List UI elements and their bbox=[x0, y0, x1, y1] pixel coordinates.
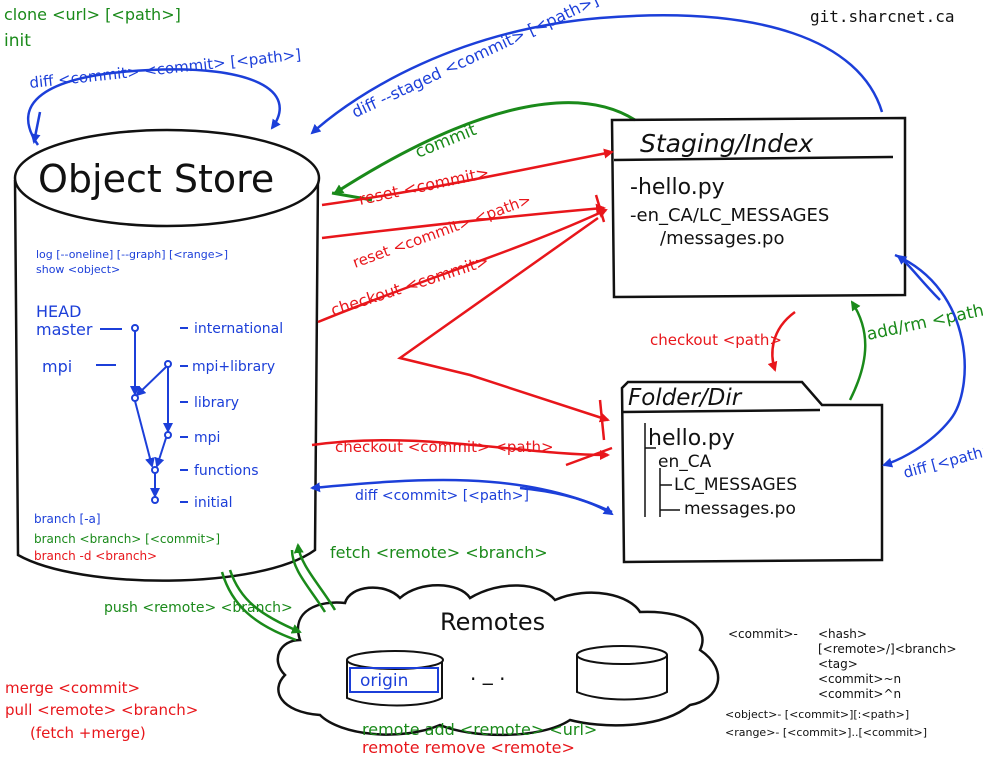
add-rm-label: add/rm <path> bbox=[865, 298, 983, 345]
diff-commits-arrowhead-left bbox=[30, 111, 42, 144]
staging-file-hello: -hello.py bbox=[630, 175, 725, 200]
diff-path-arrow bbox=[882, 253, 966, 468]
diff-commit-path-arrow-end bbox=[519, 486, 614, 516]
staging-file-messages: /messages.po bbox=[660, 228, 785, 249]
init-command: init bbox=[4, 31, 31, 51]
origin-label-box bbox=[349, 667, 439, 693]
checkout-commit-path-arrow bbox=[311, 438, 610, 460]
commit-graph bbox=[130, 324, 173, 504]
folder-title: Folder/Dir bbox=[628, 385, 743, 411]
diff-commits-arrow bbox=[27, 68, 281, 146]
fetch-merge-note: (fetch +merge) bbox=[30, 724, 146, 742]
commit-international: international bbox=[194, 321, 283, 337]
checkout-commit-arrow bbox=[317, 208, 608, 324]
reset-path-arrow bbox=[321, 203, 606, 240]
staging-file-dir: -en_CA/LC_MESSAGES bbox=[630, 205, 829, 226]
site-label: git.sharcnet.ca bbox=[810, 7, 955, 26]
show-command: show <object> bbox=[36, 263, 120, 276]
pull-command: pull <remote> <branch> bbox=[5, 701, 198, 719]
log-command: log [--oneline] [--graph] [<range>] bbox=[36, 248, 228, 261]
legend-tilde: <commit>~n bbox=[818, 672, 901, 686]
remotes-cloud-outline bbox=[276, 584, 720, 737]
object-store-top bbox=[13, 128, 321, 228]
legend-caret: <commit>^n bbox=[818, 687, 901, 701]
fetch-arrow-second-line bbox=[290, 549, 327, 613]
push-arrow bbox=[228, 569, 302, 634]
legend-remote-branch: [<remote>/]<branch> bbox=[818, 642, 957, 656]
push-label: push <remote> <branch> bbox=[104, 600, 293, 616]
master-branch-label: master bbox=[36, 320, 93, 339]
commit-arrow bbox=[333, 101, 636, 195]
commit-node-international bbox=[131, 324, 139, 332]
folder-title-underline bbox=[621, 408, 821, 414]
legend-tag: <tag> bbox=[818, 657, 858, 671]
merge-command: merge <commit> bbox=[5, 679, 140, 697]
folder-tree-lines bbox=[644, 423, 680, 517]
checkout-commit-path-bar bbox=[565, 446, 613, 467]
graph-edge-5 bbox=[154, 437, 167, 468]
branch-create-command: branch <branch> [<commit>] bbox=[34, 532, 220, 546]
commit-node-functions bbox=[151, 466, 159, 474]
checkout-commit-to-folder-arrow bbox=[397, 216, 610, 423]
folder-file-lc-messages: LC_MESSAGES bbox=[674, 475, 797, 495]
commit-mpi: mpi bbox=[194, 430, 220, 446]
staging-title: Staging/Index bbox=[640, 129, 813, 158]
reset-arrow bbox=[321, 148, 614, 207]
fetch-arrow bbox=[293, 543, 337, 611]
diff-path-arrow-top bbox=[896, 254, 941, 301]
object-store: Object Store log [--oneline] [--graph] [… bbox=[13, 128, 321, 582]
commit-mpi-library: mpi+library bbox=[192, 359, 275, 375]
object-store-body bbox=[13, 174, 320, 582]
graph-edge-4 bbox=[134, 400, 155, 468]
folder-file-hello: hello.py bbox=[648, 426, 735, 451]
legend-hash: <hash> bbox=[818, 627, 867, 641]
staging-index-box: Staging/Index -hello.py -en_CA/LC_MESSAG… bbox=[610, 116, 907, 299]
clone-command: clone <url> [<path>] bbox=[4, 5, 181, 24]
folder-file-en-ca: en_CA bbox=[658, 452, 712, 472]
push-arrow-second-line bbox=[220, 571, 297, 642]
object-store-title: Object Store bbox=[38, 157, 274, 201]
head-label: HEAD bbox=[36, 302, 81, 321]
folder-box-outline bbox=[620, 380, 884, 564]
diff-staged-arrow bbox=[310, 14, 884, 135]
staging-title-underline bbox=[613, 155, 894, 162]
remote-remove-command: remote remove <remote> bbox=[362, 738, 575, 757]
branch-delete-command: branch -d <branch> bbox=[34, 549, 157, 563]
commit-functions: functions bbox=[194, 463, 258, 479]
add-rm-arrow bbox=[848, 300, 867, 401]
checkout-folder-bar bbox=[598, 399, 606, 441]
commit-node-mpi bbox=[164, 431, 172, 439]
checkout-path-label: checkout <path> bbox=[650, 331, 782, 349]
checkout-path-arrow bbox=[767, 310, 796, 372]
reset-label: reset <commit> bbox=[357, 163, 491, 209]
remote-add-command: remote add <remote> <url> bbox=[362, 720, 597, 739]
folder-file-messages-po: messages.po bbox=[684, 499, 796, 519]
legend-object: <object>- [<commit>][:<path>] bbox=[725, 708, 909, 721]
diff-path-label: diff [<path>] bbox=[901, 439, 983, 482]
commit-library: library bbox=[194, 395, 239, 411]
commit-label: commit bbox=[412, 120, 479, 163]
origin-label: origin bbox=[360, 671, 408, 691]
checkout-commit-path-label: checkout <commit> <path> bbox=[335, 438, 554, 456]
commit-node-mpi-library bbox=[164, 360, 172, 368]
fetch-label: fetch <remote> <branch> bbox=[330, 543, 548, 562]
folder-dir-box: Folder/Dir hello.py en_CA LC_MESSAGES me… bbox=[620, 380, 884, 564]
remotes-ellipsis: . _ . bbox=[470, 661, 505, 685]
branch-list-command: branch [-a] bbox=[34, 512, 101, 526]
legend-commit-label: <commit>- bbox=[728, 627, 798, 641]
graph-edge-2 bbox=[135, 366, 167, 397]
diff-commit-path-label: diff <commit> [<path>] bbox=[355, 488, 529, 504]
commit-node-initial bbox=[151, 496, 159, 504]
commit-node-library bbox=[131, 394, 139, 402]
commit-initial: initial bbox=[194, 495, 233, 511]
staging-box-outline bbox=[610, 116, 907, 299]
mpi-branch-label: mpi bbox=[42, 357, 72, 376]
legend-range: <range>- [<commit>]..[<commit>] bbox=[725, 726, 927, 739]
second-remote-repo-icon bbox=[576, 645, 668, 701]
origin-repo-icon bbox=[346, 650, 444, 707]
remotes-title: Remotes bbox=[440, 608, 545, 636]
remotes-cloud: Remotes origin . _ . bbox=[276, 584, 720, 737]
